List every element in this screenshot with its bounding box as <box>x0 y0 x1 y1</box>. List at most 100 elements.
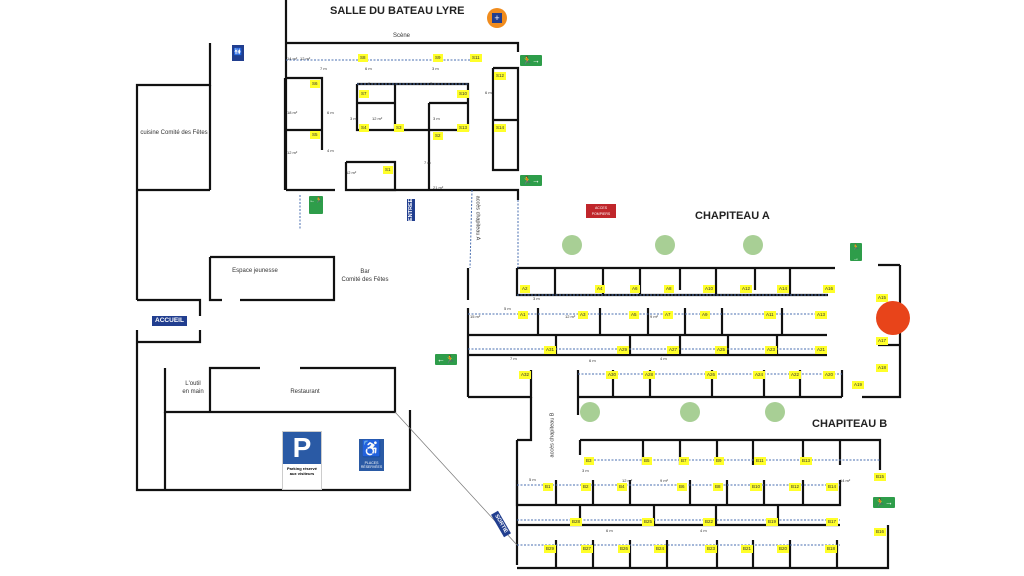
stall-label[interactable]: A7 <box>663 311 673 319</box>
dimension-label: 3 m <box>368 81 375 86</box>
accueil-sign: ACCUEIL <box>152 316 187 326</box>
stall-label[interactable]: A17 <box>876 337 889 345</box>
stall-label[interactable]: B8 <box>713 483 723 491</box>
stall-label[interactable]: A23 <box>765 346 778 354</box>
stall-label[interactable]: S1 <box>383 166 393 174</box>
stall-label[interactable]: A32 <box>519 371 532 379</box>
stall-label[interactable]: A21 <box>815 346 828 354</box>
stall-label[interactable]: A5 <box>629 311 639 319</box>
stall-label[interactable]: S9 <box>433 54 443 62</box>
dimension-label: 12 m² <box>372 116 383 121</box>
tree-icon <box>655 235 675 255</box>
stall-label[interactable]: B27 <box>581 545 594 553</box>
stall-label[interactable]: B2 <box>581 483 591 491</box>
stall-label[interactable]: B26 <box>618 545 631 553</box>
wall <box>135 43 212 300</box>
stall-label[interactable]: B15 <box>874 473 887 481</box>
stall-label[interactable]: A31 <box>544 346 557 354</box>
acces-pompiers-sign: ACCES POMPIERS <box>586 204 616 218</box>
stall-label[interactable]: B16 <box>874 528 887 536</box>
stand-boundary <box>469 189 473 269</box>
stall-label[interactable]: A11 <box>764 311 776 319</box>
stall-label[interactable]: B21 <box>741 545 754 553</box>
stall-label[interactable]: A25 <box>715 346 728 354</box>
stall-label[interactable]: A13 <box>815 311 828 319</box>
location-marker[interactable] <box>876 301 910 335</box>
stall-label[interactable]: B3 <box>584 457 594 465</box>
stall-label[interactable]: S13 <box>457 124 470 132</box>
stall-label[interactable]: B11 <box>754 457 766 465</box>
tree-icon <box>765 402 785 422</box>
dimension-label: 6 m <box>606 528 613 533</box>
parking-sign: P Parking réservé aux visiteurs <box>282 431 322 490</box>
stall-label[interactable]: B20 <box>777 545 790 553</box>
dimension-label: 7 m <box>424 160 431 165</box>
stall-label[interactable]: A20 <box>823 371 836 379</box>
stall-label[interactable]: A3 <box>578 311 588 319</box>
stall-label[interactable]: A22 <box>789 371 802 379</box>
stall-label[interactable]: A26 <box>705 371 718 379</box>
stall-label[interactable]: S5 <box>310 131 320 139</box>
stall-label[interactable]: B14 <box>826 483 839 491</box>
dimension-label: 5 m <box>504 306 511 311</box>
stall-label[interactable]: B13 <box>800 457 813 465</box>
wall <box>517 525 890 570</box>
dimension-label: 3 m <box>432 66 439 71</box>
stall-label[interactable]: B4 <box>617 483 627 491</box>
stall-label[interactable]: A16 <box>823 285 836 293</box>
stall-label[interactable]: A1 <box>518 311 528 319</box>
chapiteau-b-title: CHAPITEAU B <box>812 418 888 430</box>
wall <box>360 188 520 200</box>
stall-label[interactable]: B19 <box>766 518 779 526</box>
tree-icon <box>580 402 600 422</box>
stall-label[interactable]: S14 <box>494 124 507 132</box>
stall-label[interactable]: B25 <box>642 518 655 526</box>
stall-label[interactable]: A9 <box>700 311 710 319</box>
stall-label[interactable]: S8 <box>358 54 368 62</box>
stall-label[interactable]: S6 <box>310 80 320 88</box>
stall-label[interactable]: A29 <box>617 346 630 354</box>
stall-label[interactable]: B28 <box>570 518 583 526</box>
stall-label[interactable]: B22 <box>703 518 716 526</box>
civil-protection-logo: + <box>487 8 507 28</box>
dimension-label: 12 m² <box>565 314 576 319</box>
stall-label[interactable]: B1 <box>543 483 553 491</box>
stall-label[interactable]: A6 <box>630 285 640 293</box>
stall-label[interactable]: S7 <box>359 90 369 98</box>
stall-label[interactable]: A28 <box>643 371 656 379</box>
stall-label[interactable]: A12 <box>740 285 753 293</box>
stall-label[interactable]: A2 <box>520 285 530 293</box>
stall-label[interactable]: B6 <box>677 483 687 491</box>
stall-label[interactable]: B7 <box>679 457 689 465</box>
stall-label[interactable]: A10 <box>703 285 716 293</box>
dimension-label: 3 m <box>582 468 589 473</box>
stall-label[interactable]: S12 <box>494 72 507 80</box>
dimension-label: 6 m <box>485 90 492 95</box>
stall-label[interactable]: A27 <box>667 346 680 354</box>
stall-label[interactable]: B23 <box>705 545 718 553</box>
stall-label[interactable]: A4 <box>595 285 605 293</box>
stall-label[interactable]: S11 <box>470 54 482 62</box>
stall-label[interactable]: B24 <box>654 545 667 553</box>
stall-label[interactable]: A18 <box>876 364 889 372</box>
stall-label[interactable]: B9 <box>714 457 724 465</box>
bar-label: Bar Comité des Fêtes <box>334 268 396 284</box>
stall-label[interactable]: B17 <box>826 518 839 526</box>
stall-label[interactable]: B18 <box>825 545 838 553</box>
stall-label[interactable]: S3 <box>394 124 404 132</box>
dimension-label: 14 m² <box>287 56 298 61</box>
stall-label[interactable]: B29 <box>544 545 557 553</box>
outil-label-1: L'outil <box>185 381 201 387</box>
stall-label[interactable]: S10 <box>457 90 470 98</box>
stall-label[interactable]: B12 <box>789 483 802 491</box>
stall-label[interactable]: A14 <box>777 285 790 293</box>
stall-label[interactable]: S4 <box>359 124 369 132</box>
stall-label[interactable]: S2 <box>433 132 443 140</box>
stall-label[interactable]: A8 <box>664 285 674 293</box>
stall-label[interactable]: B10 <box>750 483 763 491</box>
stall-label[interactable]: A15 <box>876 294 889 302</box>
stall-label[interactable]: A24 <box>753 371 766 379</box>
stall-label[interactable]: A30 <box>606 371 619 379</box>
stall-label[interactable]: A19 <box>852 381 865 389</box>
stall-label[interactable]: B5 <box>642 457 652 465</box>
